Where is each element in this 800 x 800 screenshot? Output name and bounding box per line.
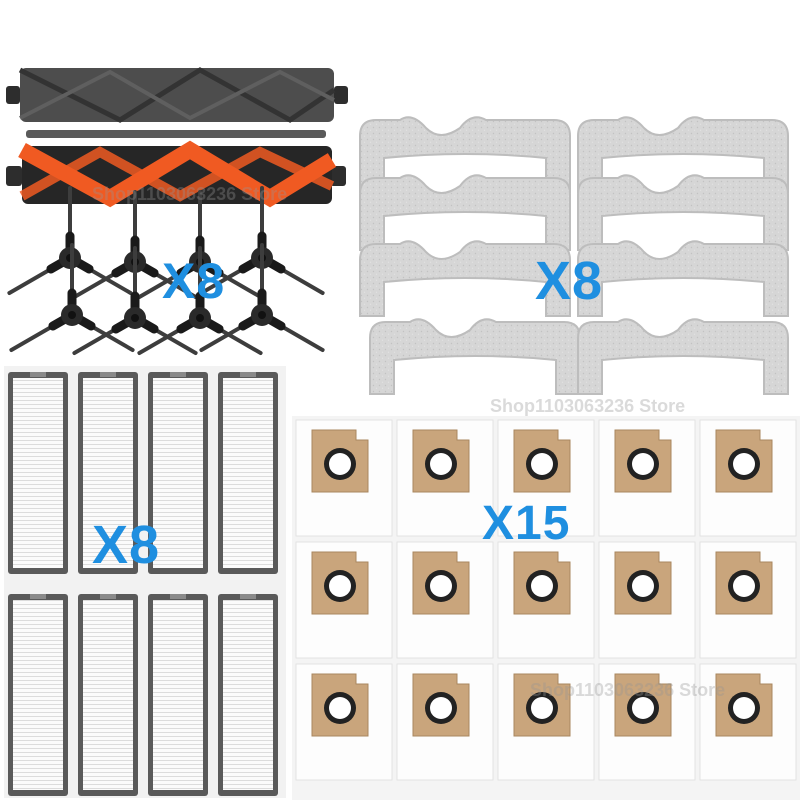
hepa-filters-group	[4, 366, 286, 798]
mop-pad	[577, 318, 789, 395]
dust-bag	[396, 419, 494, 537]
dust-bag	[598, 541, 696, 659]
filter-quantity-label: X8	[92, 515, 161, 575]
dust-bag	[497, 541, 595, 659]
mop-pad	[369, 318, 581, 395]
main-bristle-brush	[6, 140, 346, 208]
hepa-filter	[8, 372, 68, 574]
mop-pads-group	[359, 116, 789, 395]
watermark: Shop1103063236 Store	[490, 396, 686, 416]
dust-bag	[295, 419, 393, 537]
mop-pad	[577, 174, 789, 251]
hepa-filter	[218, 372, 278, 574]
hepa-filter	[218, 594, 278, 796]
dust-bag	[699, 663, 797, 781]
mop-pad	[577, 240, 789, 317]
side-brush	[72, 246, 198, 355]
side-brush	[137, 190, 263, 299]
dust-bag	[598, 663, 696, 781]
dust-bag-quantity-label: X15	[482, 497, 571, 550]
mop-pad	[359, 240, 571, 317]
hepa-filter	[78, 594, 138, 796]
side-brush	[9, 243, 135, 352]
mop-pad-quantity-label: X8	[535, 251, 604, 311]
dust-bag	[295, 663, 393, 781]
hepa-filter	[8, 594, 68, 796]
mop-pad	[359, 116, 571, 193]
side-brush	[199, 243, 325, 352]
dust-bag	[497, 663, 595, 781]
dust-bags-group	[292, 416, 800, 800]
dust-bag	[295, 541, 393, 659]
side-brush	[137, 246, 263, 355]
dust-bag	[396, 541, 494, 659]
hepa-filter	[78, 372, 138, 574]
main-rubber-brush	[6, 67, 348, 138]
hepa-filter	[148, 372, 208, 574]
watermark: Shop1103063236 Store	[530, 680, 726, 700]
dust-bag	[598, 419, 696, 537]
mop-pad	[577, 116, 789, 193]
dust-bag	[699, 541, 797, 659]
dust-bag	[396, 663, 494, 781]
watermark: Shop1103063236 Store	[92, 184, 288, 204]
mop-pad	[359, 174, 571, 251]
hepa-filter	[148, 594, 208, 796]
side-brushes-group	[7, 186, 325, 355]
side-brush-quantity-label: X8	[162, 253, 226, 309]
dust-bag	[699, 419, 797, 537]
dust-bag	[497, 419, 595, 537]
